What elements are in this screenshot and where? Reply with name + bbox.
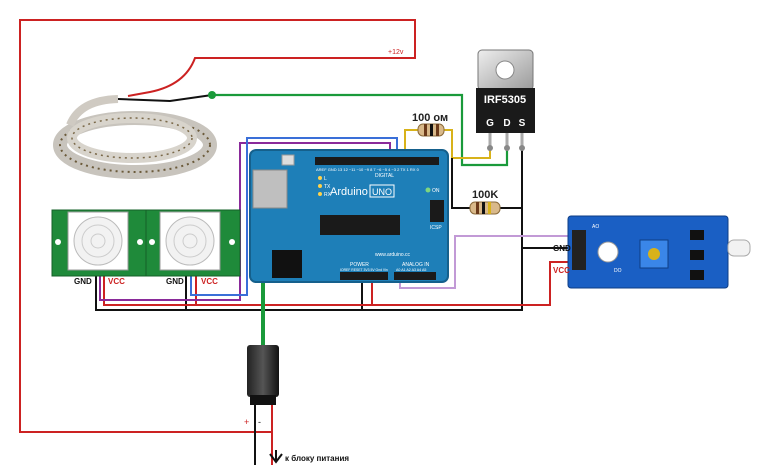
mosfet-pin-g: G xyxy=(486,118,494,129)
mosfet-pin-d: D xyxy=(503,118,510,129)
arduino-icsp-label: ICSP xyxy=(430,225,442,231)
wire-pir2-out xyxy=(190,137,398,296)
dc-power-plug xyxy=(247,345,279,405)
arduino-model: UNO xyxy=(372,187,392,197)
junction-dot xyxy=(208,91,216,99)
led-strip xyxy=(53,95,217,179)
arrow-down-icon xyxy=(269,450,283,464)
psu-minus-label: - xyxy=(258,417,261,427)
arduino-tx-label: TX xyxy=(324,184,331,190)
arduino-power-label: POWER xyxy=(350,262,369,268)
arduino-rx-label: RX xyxy=(324,192,332,198)
pir1-gnd-label: GND xyxy=(74,277,92,286)
plus12v-label: +12v xyxy=(388,49,404,56)
arduino-uno-board xyxy=(249,149,449,283)
light-vcc-label: VCC xyxy=(553,266,570,275)
pir2-vcc-label: VCC xyxy=(201,277,218,286)
arduino-on-label: ON xyxy=(432,188,440,194)
pir2-gnd-label: GND xyxy=(166,277,184,286)
wire-plus12v xyxy=(19,19,416,433)
mosfet-pin-s: S xyxy=(519,118,526,129)
mosfet-irf5305 xyxy=(476,49,535,151)
pir1-vcc-label: VCC xyxy=(108,277,125,286)
light-gnd-label: GND xyxy=(553,244,571,253)
arduino-l-label: L xyxy=(324,176,327,182)
light-sensor-module xyxy=(567,215,751,289)
wire-source-gnd xyxy=(95,148,523,311)
wire-pulldown xyxy=(451,158,522,209)
wire-vcc-bus xyxy=(103,261,575,306)
arduino-analog-label: ANALOG IN xyxy=(402,262,430,268)
arduino-url: www.arduino.cc xyxy=(375,252,411,258)
psu-plus-label: + xyxy=(244,417,249,427)
wire-strip-to-drain xyxy=(212,93,509,167)
resistor-100k xyxy=(469,201,501,215)
arduino-digital-pins: AREF GND 13 12 ~11 ~10 ~9 8 7 ~6 ~5 4 ~3… xyxy=(316,167,420,172)
resistor-100-ohm xyxy=(417,123,445,137)
wire-light-out xyxy=(399,235,575,289)
mosfet-part-label: IRF5305 xyxy=(484,94,526,106)
psu-label: к блоку питания xyxy=(285,454,349,463)
arduino-digital-label: DIGITAL xyxy=(375,173,394,179)
arduino-analog-pins: A0 A1 A2 A3 A4 A5 xyxy=(396,268,426,272)
wire-gate xyxy=(404,129,491,159)
arduino-brand: Arduino xyxy=(330,186,368,198)
pir-sensor-2 xyxy=(145,209,241,277)
light-do-label: DO xyxy=(614,268,622,274)
arduino-model-box xyxy=(369,184,395,198)
wire-strip-negative xyxy=(117,94,213,103)
light-ao-label: AO xyxy=(592,224,599,230)
pir-sensor-1 xyxy=(51,209,147,277)
arduino-power-pins: IOREF RESET 3V3 5V Gnd Vin xyxy=(340,268,388,272)
resistor-100-ohm-label: 100 ом xyxy=(412,112,448,124)
resistor-100k-label: 100K xyxy=(472,189,498,201)
